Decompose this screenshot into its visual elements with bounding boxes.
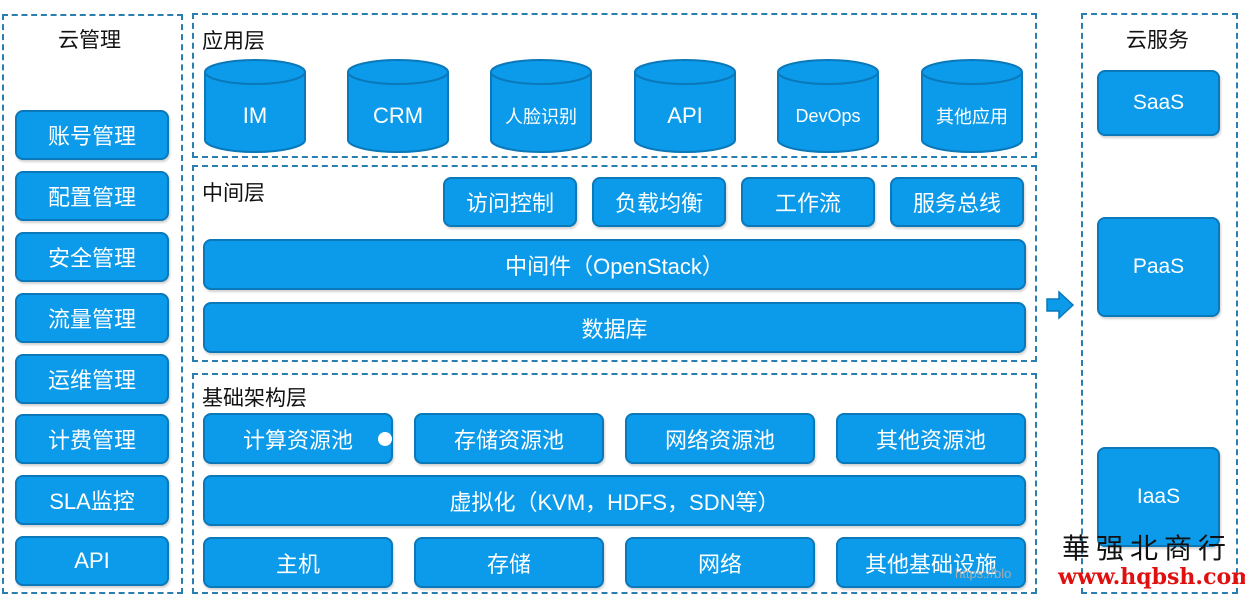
watermark-blog-url: https://blo	[955, 566, 1012, 581]
cloud-mgmt-item-traffic: 流量管理	[15, 293, 169, 343]
connector-dot	[378, 432, 392, 446]
application-layer-title: 应用层	[202, 30, 265, 53]
cylinder-shape	[347, 59, 449, 153]
pool-compute: 计算资源池	[203, 413, 393, 464]
app-cylinder-crm: CRM	[346, 58, 450, 154]
app-cylinder-api: API	[633, 58, 737, 154]
cloud-mgmt-item-config: 配置管理	[15, 171, 169, 221]
middle-layer-panel	[192, 165, 1037, 362]
service-workflow: 工作流	[741, 177, 875, 227]
cloud-management-panel	[2, 14, 183, 594]
right-arrow-icon	[1046, 290, 1075, 325]
cloud-services-panel	[1081, 13, 1238, 594]
app-label-api: API	[667, 103, 703, 128]
service-iaas: IaaS	[1097, 447, 1220, 547]
pool-network: 网络资源池	[625, 413, 815, 464]
database-bar: 数据库	[203, 302, 1026, 353]
virtualization-bar: 虚拟化（KVM，HDFS，SDN等）	[203, 475, 1026, 526]
hardware-host: 主机	[203, 537, 393, 588]
watermark-url: www.hqbsh.com	[1058, 564, 1245, 590]
cloud-management-title: 云管理	[58, 29, 121, 52]
cloud-mgmt-item-ops: 运维管理	[15, 354, 169, 404]
cloud-mgmt-item-account: 账号管理	[15, 110, 169, 160]
app-cylinder-devops: DevOps	[776, 58, 880, 154]
cloud-services-title: 云服务	[1126, 29, 1189, 52]
service-access-control: 访问控制	[443, 177, 577, 227]
service-load-balancing: 负载均衡	[592, 177, 726, 227]
app-cylinder-face-recognition: 人脸识别	[489, 58, 593, 154]
application-layer-panel	[192, 13, 1037, 158]
infrastructure-layer-title: 基础架构层	[202, 387, 307, 410]
cloud-mgmt-item-billing: 计费管理	[15, 414, 169, 464]
app-label-devops: DevOps	[795, 105, 861, 126]
app-cylinder-other: 其他应用	[920, 58, 1024, 154]
infrastructure-layer-panel	[192, 373, 1037, 594]
cylinder-shape	[490, 59, 592, 153]
pool-storage: 存储资源池	[414, 413, 604, 464]
app-cylinder-im: IM	[203, 58, 307, 154]
service-saas: SaaS	[1097, 70, 1220, 136]
hardware-network: 网络	[625, 537, 815, 588]
cloud-mgmt-item-sla: SLA监控	[15, 475, 169, 525]
cloud-mgmt-item-security: 安全管理	[15, 232, 169, 282]
service-paas: PaaS	[1097, 217, 1220, 317]
app-label-other: 其他应用	[936, 107, 1008, 127]
cloud-mgmt-item-api: API	[15, 536, 169, 586]
watermark-name: 華强北商行	[1062, 532, 1233, 565]
middle-layer-title: 中间层	[202, 182, 265, 205]
app-label-face-recognition: 人脸识别	[505, 107, 577, 127]
cylinder-shape	[921, 59, 1023, 153]
pool-other: 其他资源池	[836, 413, 1026, 464]
cylinder-shape	[777, 59, 879, 153]
cylinder-shape	[634, 59, 736, 153]
hardware-other: 其他基础设施	[836, 537, 1026, 588]
service-service-bus: 服务总线	[890, 177, 1024, 227]
hardware-storage: 存储	[414, 537, 604, 588]
app-label-crm: CRM	[372, 103, 424, 128]
middleware-bar: 中间件（OpenStack）	[203, 239, 1026, 290]
cylinder-shape	[204, 59, 306, 153]
app-label-im: IM	[242, 103, 268, 128]
